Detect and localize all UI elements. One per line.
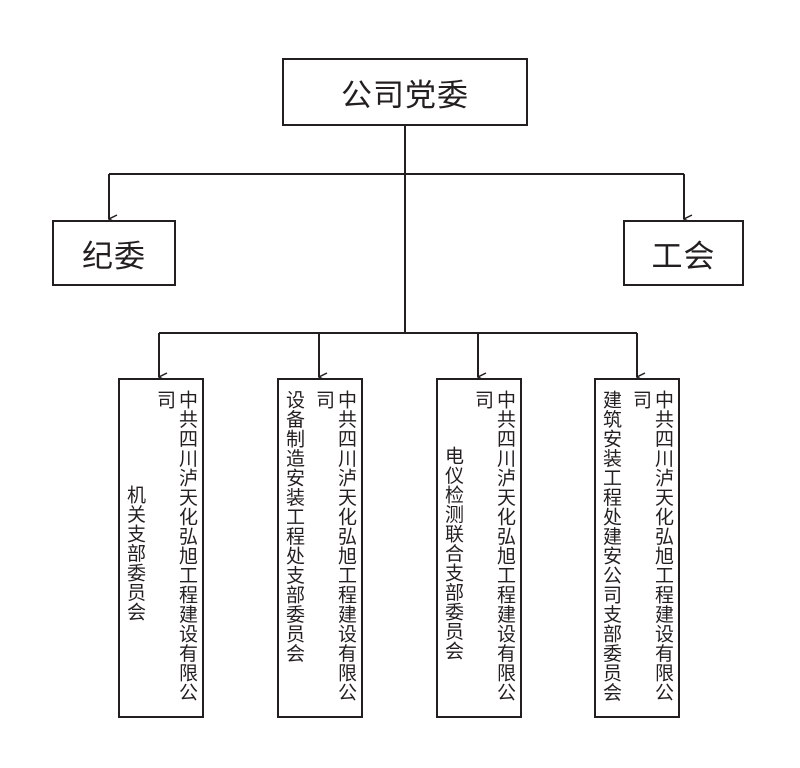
- branch-1-unit: 机关支部委员会: [124, 484, 146, 622]
- branch-2-unit: 设备制造安装工程处支部委员会: [283, 390, 305, 663]
- branch-node-2: 中共四川泸天化弘旭工程建设有限公司 设备制造安装工程处支部委员会: [277, 378, 363, 718]
- discipline-committee-node: 纪委: [52, 220, 176, 286]
- branch-4-unit: 建筑安装工程处建安公司支部委员会: [600, 390, 622, 702]
- trade-union-node: 工会: [623, 220, 744, 286]
- branch-4-company: 中共四川泸天化弘旭工程建设有限公司: [630, 390, 674, 702]
- branch-3-company: 中共四川泸天化弘旭工程建设有限公司: [472, 390, 516, 702]
- branch-node-1: 中共四川泸天化弘旭工程建设有限公司 机关支部委员会: [118, 378, 204, 718]
- branch-node-4: 中共四川泸天化弘旭工程建设有限公司 建筑安装工程处建安公司支部委员会: [594, 378, 680, 718]
- party-committee-node: 公司党委: [282, 58, 528, 126]
- trade-union-label: 工会: [651, 238, 716, 275]
- discipline-committee-label: 纪委: [82, 238, 146, 275]
- branch-node-3: 中共四川泸天化弘旭工程建设有限公司 电仪检测联合支部委员会: [436, 378, 522, 718]
- branch-3-unit: 电仪检测联合支部委员会: [442, 445, 464, 661]
- branch-2-company: 中共四川泸天化弘旭工程建设有限公司: [313, 390, 357, 702]
- branch-1-company: 中共四川泸天化弘旭工程建设有限公司: [154, 390, 198, 702]
- party-committee-label: 公司党委: [341, 77, 469, 114]
